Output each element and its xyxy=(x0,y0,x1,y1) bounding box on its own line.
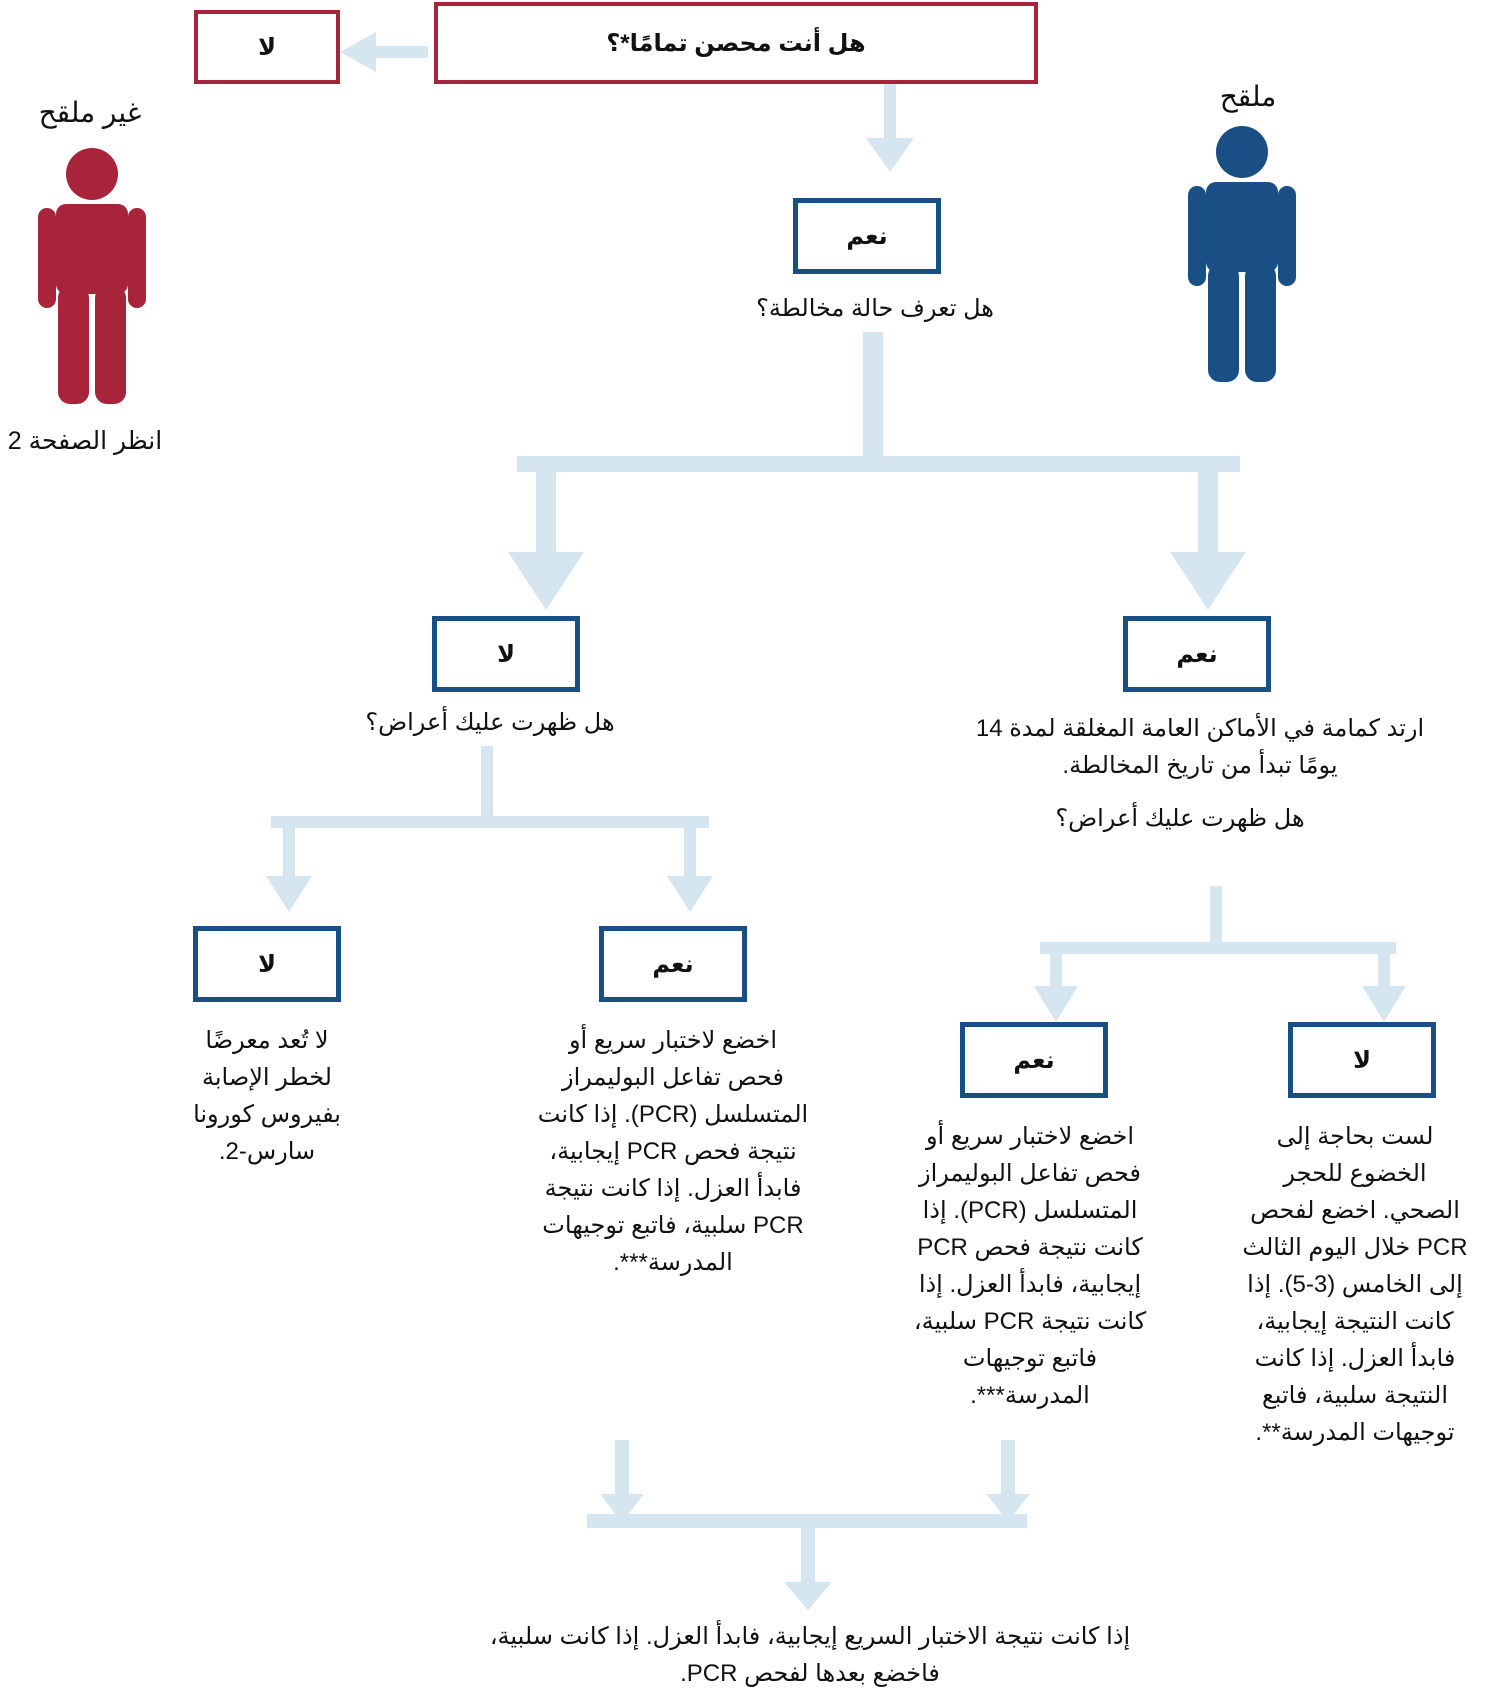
arrow-head xyxy=(1362,986,1406,1022)
yes-box: نعم xyxy=(793,198,941,274)
arrow-head xyxy=(508,552,584,610)
arrow-shaft xyxy=(801,1514,815,1588)
left-yes-text: نعم xyxy=(652,950,694,978)
top-question-box: هل أنت محصن تمامًا*؟ xyxy=(434,2,1038,84)
arrow-shaft xyxy=(1210,886,1222,954)
left-symptoms-question: هل ظهرت عليك أعراض؟ xyxy=(365,709,615,736)
arrow-shaft xyxy=(615,1440,629,1500)
top-question-text: هل أنت محصن تمامًا*؟ xyxy=(606,29,866,57)
arrow-head xyxy=(1170,552,1246,610)
unvaccinated-label: غير ملقح xyxy=(38,97,142,128)
arrow-shaft xyxy=(372,46,428,58)
arrow-shaft xyxy=(481,746,493,828)
person-icon xyxy=(1188,126,1296,382)
arrow-shaft xyxy=(1040,942,1396,954)
arrow-head xyxy=(340,32,376,72)
arrow-shaft xyxy=(863,332,883,472)
arrow-head xyxy=(986,1494,1030,1522)
right-symptoms-question: هل ظهرت عليك أعراض؟ xyxy=(1055,805,1305,832)
arrow-shaft xyxy=(283,816,295,880)
arrow-head xyxy=(667,876,713,912)
top-no-box: لا xyxy=(194,10,340,84)
arrow-shaft xyxy=(536,456,556,556)
left-yes-box: نعم xyxy=(599,926,747,1002)
arrow-head xyxy=(600,1494,644,1522)
arrow-head xyxy=(866,138,914,172)
arrow-shaft xyxy=(517,456,1240,472)
yes-text: نعم xyxy=(846,222,888,250)
right-no-text: لا xyxy=(1353,1046,1371,1074)
right-no-box: لا xyxy=(1288,1022,1436,1098)
see-page-2: انظر الصفحة 2 xyxy=(7,427,163,455)
vaccinated-label: ملقح xyxy=(1219,81,1277,112)
left-no2-text: لا xyxy=(258,950,276,978)
right-yes-instructions: اخضع لاختبار سريع أو فحص تفاعل البوليمرا… xyxy=(913,1123,1147,1409)
contact-question: هل تعرف حالة مخالطة؟ xyxy=(756,295,994,322)
left-no-text: لا xyxy=(497,640,515,668)
right-no-instructions: لست بحاجة إلى الخضوع للحجر الصحي. اخضع ل… xyxy=(1242,1123,1468,1446)
left-yes-instructions: اخضع لاختبار سريع أو فحص تفاعل البوليمرا… xyxy=(537,1027,809,1276)
arrow-head xyxy=(266,876,312,912)
left-no-box: لا xyxy=(432,616,580,692)
arrow-head xyxy=(1034,986,1078,1022)
arrow-shaft xyxy=(884,84,896,146)
right-yes2-text: نعم xyxy=(1013,1046,1055,1074)
left-no-instructions: لا تُعد معرضًا لخطر الإصابة بفيروس كورون… xyxy=(193,1027,341,1165)
arrow-shaft xyxy=(684,816,696,880)
right-yes-box: نعم xyxy=(1123,616,1271,692)
arrow-head xyxy=(784,1582,832,1610)
top-no-text: لا xyxy=(258,33,276,61)
arrow-shaft xyxy=(271,816,709,828)
mask-instructions: ارتد كمامة في الأماكن العامة المغلقة لمد… xyxy=(975,715,1425,779)
left-no2-box: لا xyxy=(193,926,341,1002)
arrow-shaft xyxy=(1001,1440,1015,1500)
arrow-shaft xyxy=(1198,456,1218,556)
person-icon xyxy=(38,148,146,404)
right-yes2-box: نعم xyxy=(960,1022,1108,1098)
bottom-instructions: إذا كانت نتيجة الاختبار السريع إيجابية، … xyxy=(489,1623,1131,1687)
right-yes-text: نعم xyxy=(1176,640,1218,668)
